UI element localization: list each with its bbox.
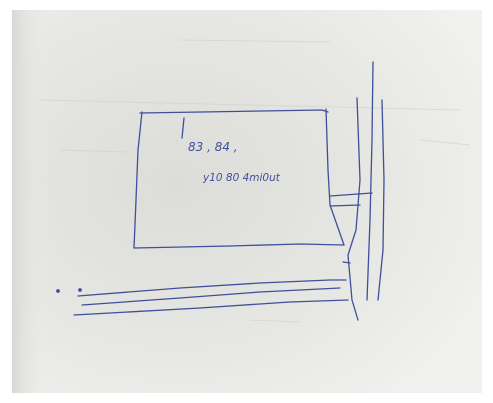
note-line-1: 83 , 84 , — [188, 140, 238, 154]
vertical-line-tall — [366, 61, 374, 301]
long-line-middle — [81, 287, 341, 306]
pen-sketch — [56, 61, 385, 321]
vertical-line-left — [347, 97, 361, 321]
paper-shadow — [12, 10, 482, 393]
box-tick-mark — [181, 117, 185, 139]
faint-bleed-through — [39, 39, 471, 323]
connector-upper — [329, 192, 373, 197]
connector-small — [342, 261, 351, 264]
connector-lower — [329, 204, 361, 207]
long-line-upper — [77, 279, 347, 297]
dot-b — [78, 288, 82, 292]
vertical-line-right — [377, 99, 385, 301]
note-line-2: y10 80 4mi0ut — [202, 172, 281, 184]
box-right-edge — [325, 108, 345, 246]
box-bottom-edge — [133, 243, 345, 249]
box-left-edge — [133, 111, 143, 249]
dot-a — [56, 289, 60, 293]
long-line-lower — [73, 299, 349, 316]
